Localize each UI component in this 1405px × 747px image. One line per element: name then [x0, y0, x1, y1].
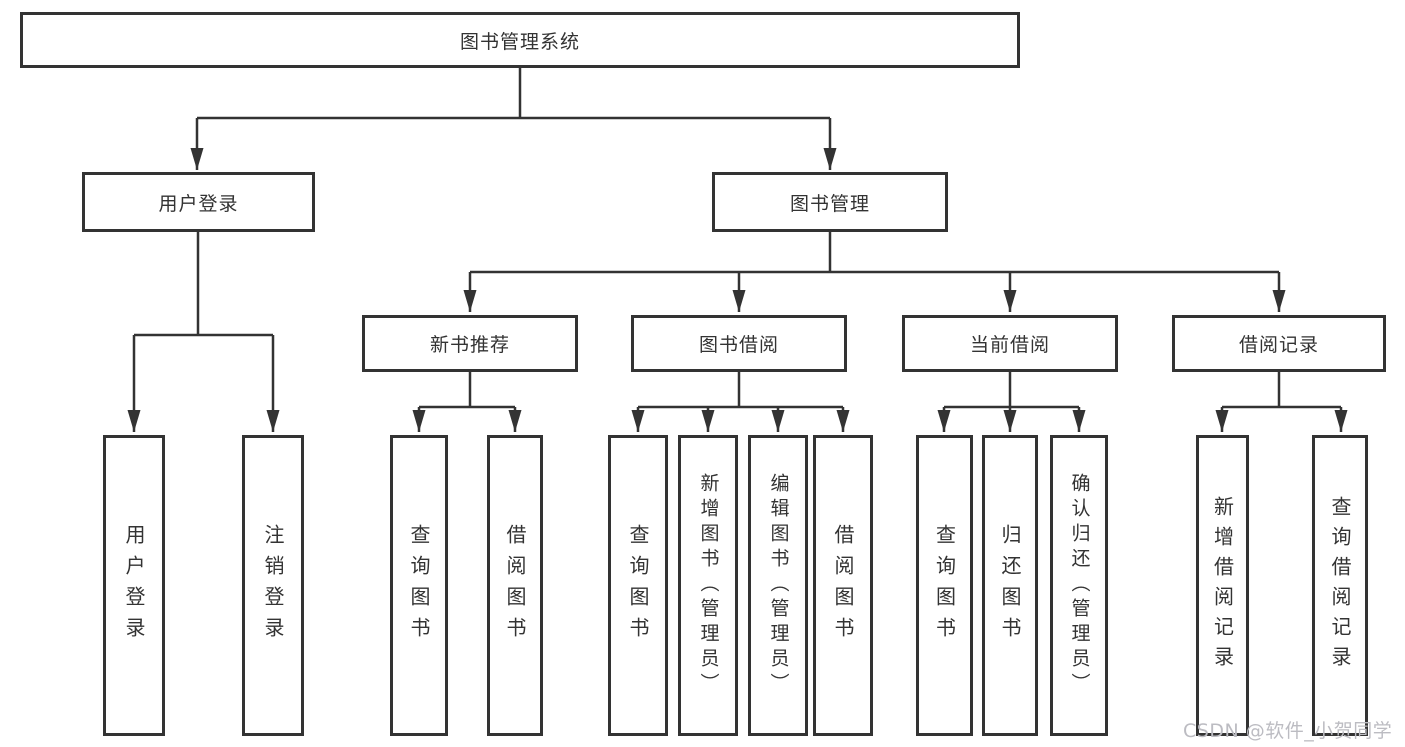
leaf-edit-book-admin: 编辑图书（管理员） [748, 435, 808, 736]
leaf-borrow-books: 借阅图书 [813, 435, 873, 736]
node-library-management-system: 图书管理系统 [20, 12, 1020, 68]
leaf-add-book-admin: 新增图书（管理员） [678, 435, 738, 736]
leaf-query-books-borrow: 查询图书 [608, 435, 668, 736]
leaf-query-books-recommend: 查询图书 [390, 435, 448, 736]
leaf-user-login: 用户登录 [103, 435, 165, 736]
csdn-watermark: CSDN @软件_小贺同学 [1183, 720, 1393, 742]
leaf-query-borrow-record: 查询借阅记录 [1312, 435, 1368, 736]
leaf-query-books-current: 查询图书 [916, 435, 973, 736]
node-user-login: 用户登录 [82, 172, 315, 232]
node-new-book-recommend: 新书推荐 [362, 315, 578, 372]
node-borrow-record: 借阅记录 [1172, 315, 1386, 372]
node-book-management: 图书管理 [712, 172, 948, 232]
node-current-borrow: 当前借阅 [902, 315, 1118, 372]
leaf-borrow-books-recommend: 借阅图书 [487, 435, 543, 736]
leaf-add-borrow-record: 新增借阅记录 [1196, 435, 1249, 736]
node-book-borrow: 图书借阅 [631, 315, 847, 372]
leaf-logout-login: 注销登录 [242, 435, 304, 736]
leaf-return-books: 归还图书 [982, 435, 1038, 736]
leaf-confirm-return-admin: 确认归还（管理员） [1050, 435, 1108, 736]
